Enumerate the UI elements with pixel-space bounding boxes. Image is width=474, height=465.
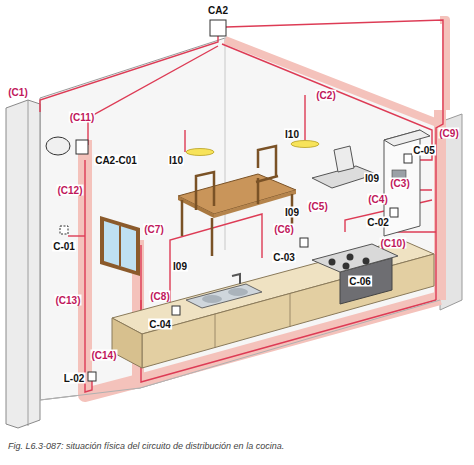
dining-table-part xyxy=(256,146,278,182)
light-fixture xyxy=(186,141,319,156)
callout-number: (C13) xyxy=(54,295,81,306)
callout-number: (C1) xyxy=(7,87,28,98)
kitchen-counter-part xyxy=(329,259,336,266)
dining-table xyxy=(178,146,296,256)
sink-part xyxy=(232,274,240,284)
device-label: CA2-C01 xyxy=(94,155,138,166)
callout-number: (C6) xyxy=(273,224,294,235)
window-part xyxy=(100,216,140,276)
device-label: C-01 xyxy=(52,241,76,252)
window-part xyxy=(104,221,136,271)
light-fixture-part xyxy=(186,149,214,156)
electrical-box-part xyxy=(46,137,70,155)
red-wiring-part xyxy=(222,44,432,160)
sink-part xyxy=(228,288,248,296)
dining-table-part xyxy=(196,172,214,210)
kitchen-counter-part xyxy=(290,293,291,327)
room-walls-part xyxy=(40,38,440,400)
kitchen-counter-part xyxy=(112,318,142,368)
electrical-box xyxy=(46,20,412,381)
callout-number: (C4) xyxy=(367,194,388,205)
device-label: I09 xyxy=(364,173,380,184)
kitchen-counter xyxy=(112,240,434,368)
electrical-box-part xyxy=(390,208,398,217)
wall-pillar xyxy=(6,100,40,428)
red-wiring-part xyxy=(40,34,218,112)
red-wiring-part xyxy=(88,46,218,145)
conduit-channel-part xyxy=(225,40,440,124)
sink xyxy=(186,274,262,308)
wall-pillar-part xyxy=(28,100,29,426)
device-label: I09 xyxy=(172,261,188,272)
kitchen-counter-part xyxy=(215,314,216,348)
callout-number: (C11) xyxy=(69,112,95,123)
conduit-channel xyxy=(85,20,446,395)
electrical-box-part xyxy=(88,372,96,381)
callout-number: (C10) xyxy=(379,238,406,249)
callout-number: (C5) xyxy=(307,201,328,212)
red-wiring-part xyxy=(68,235,85,236)
device-label: L-02 xyxy=(63,373,86,384)
dining-table-part xyxy=(182,178,292,256)
electrical-box-part xyxy=(404,154,412,163)
device-label: C-03 xyxy=(272,252,296,263)
window xyxy=(100,216,140,276)
callout-number: (C7) xyxy=(143,224,164,235)
kitchen-counter-part xyxy=(142,254,434,368)
kitchen-counter-part xyxy=(347,254,354,261)
kitchen-counter-part xyxy=(343,263,350,270)
device-label: C-02 xyxy=(366,217,390,228)
electrical-box-part xyxy=(60,226,68,234)
kitchen-counter-part xyxy=(363,258,370,265)
room-walls xyxy=(40,38,462,400)
callout-number: (C3) xyxy=(389,178,410,189)
figure-caption: Fig. L6.3-087: situación física del circ… xyxy=(8,441,284,451)
sink-part xyxy=(186,284,262,308)
callout-number: (C8) xyxy=(149,291,170,302)
device-label: C-06 xyxy=(348,276,372,287)
window-part xyxy=(119,226,121,266)
sink-part xyxy=(202,295,222,303)
electrical-box-part xyxy=(300,238,308,247)
light-fixture-part xyxy=(291,141,319,148)
callout-number: (C12) xyxy=(56,185,83,196)
device-label: I09 xyxy=(284,207,300,218)
device-label: C-04 xyxy=(148,319,172,330)
device-label: I10 xyxy=(168,155,184,166)
electrical-box-part xyxy=(210,20,226,36)
extractor-hood-part xyxy=(334,146,354,172)
callout-number: (C9) xyxy=(438,128,459,139)
electrical-box-part xyxy=(76,140,88,154)
room-walls-part xyxy=(225,38,440,126)
room-walls-part xyxy=(225,38,226,250)
device-label: CA2 xyxy=(207,5,229,16)
electrical-box-part xyxy=(172,306,180,315)
device-label: C-05 xyxy=(412,145,436,156)
red-wiring xyxy=(40,20,443,392)
device-label: I10 xyxy=(284,129,300,140)
callout-number: (C2) xyxy=(315,90,336,101)
red-wiring-part xyxy=(185,95,305,152)
callout-number: (C14) xyxy=(90,350,117,361)
wall-pillar-part xyxy=(6,100,40,428)
